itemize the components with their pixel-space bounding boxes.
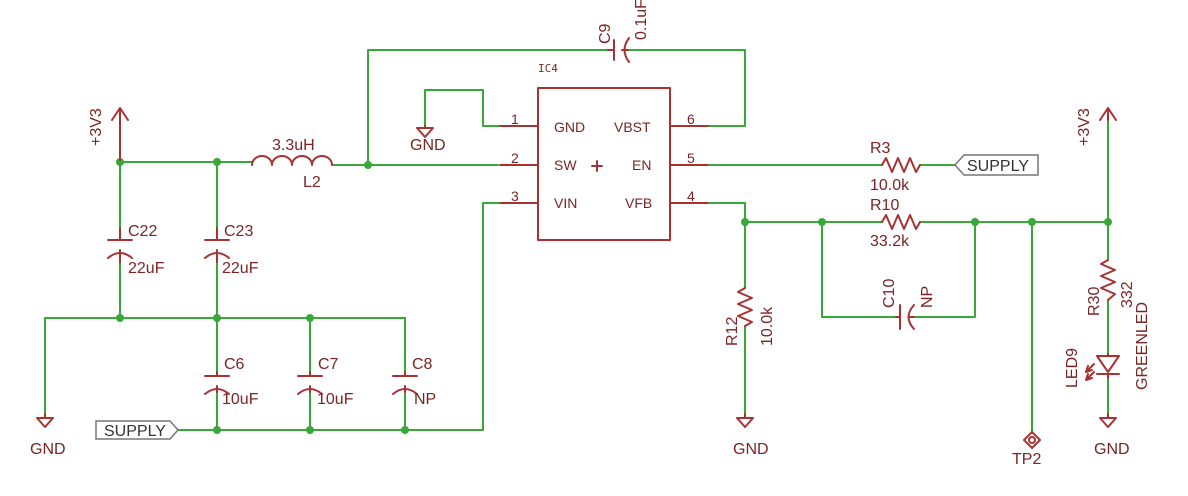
svg-text:1: 1: [511, 111, 519, 127]
supply-port-right: SUPPLY: [953, 154, 1039, 176]
capacitor-c23: C23 22uF: [204, 223, 259, 277]
svg-text:GREENLED: GREENLED: [1134, 302, 1151, 390]
svg-text:C7: C7: [318, 356, 339, 373]
svg-text:10.0k: 10.0k: [759, 306, 776, 346]
svg-text:R12: R12: [724, 317, 741, 346]
svg-text:C22: C22: [128, 223, 157, 240]
capacitor-c6: C6 10uF: [204, 356, 259, 408]
svg-text:+3V3: +3V3: [1076, 108, 1093, 146]
svg-text:SW: SW: [554, 157, 577, 173]
svg-text:EN: EN: [632, 157, 651, 173]
svg-text:2: 2: [511, 150, 519, 166]
svg-text:GND: GND: [554, 119, 585, 135]
svg-text:C8: C8: [412, 356, 433, 373]
svg-text:GND: GND: [1094, 441, 1130, 458]
svg-text:TP2: TP2: [1012, 451, 1041, 468]
svg-text:3: 3: [511, 188, 519, 204]
svg-text:10uF: 10uF: [317, 391, 354, 408]
svg-text:NP: NP: [919, 286, 936, 308]
svg-text:22uF: 22uF: [128, 260, 165, 277]
testpoint-tp2: TP2: [1012, 431, 1041, 468]
svg-text:6: 6: [687, 111, 695, 127]
ground-symbol-ic: GND: [410, 125, 446, 154]
svg-text:R10: R10: [870, 197, 899, 214]
svg-text:L2: L2: [303, 174, 321, 191]
svg-text:332: 332: [1119, 281, 1136, 308]
svg-text:IC4: IC4: [538, 62, 558, 75]
svg-text:VBST: VBST: [614, 119, 651, 135]
power-symbol-left: +3V3: [88, 107, 129, 161]
inductor-l2: 3.3uH L2: [251, 137, 333, 191]
ground-symbol-led: GND: [1094, 413, 1130, 458]
svg-text:5: 5: [687, 150, 695, 166]
svg-text:3.3uH: 3.3uH: [272, 137, 315, 154]
svg-text:GND: GND: [30, 441, 66, 458]
svg-text:GND: GND: [733, 441, 769, 458]
svg-text:LED9: LED9: [1064, 348, 1081, 388]
svg-text:SUPPLY: SUPPLY: [967, 158, 1029, 175]
led-led9: LED9 GREENLED: [1064, 302, 1151, 390]
capacitor-c8: C8 NP: [392, 356, 436, 408]
svg-text:GND: GND: [410, 137, 446, 154]
resistor-r30: R30 332: [1086, 259, 1136, 316]
svg-text:C6: C6: [224, 356, 245, 373]
svg-text:NP: NP: [414, 391, 436, 408]
wires: [44, 49, 1109, 433]
capacitor-c22: C22 22uF: [107, 223, 165, 277]
svg-text:+3V3: +3V3: [88, 108, 105, 146]
svg-text:R30: R30: [1086, 287, 1103, 316]
junctions: [116, 158, 1112, 434]
resistor-r10: R10 33.2k: [870, 197, 921, 250]
svg-text:SUPPLY: SUPPLY: [104, 423, 166, 440]
power-symbol-right: +3V3: [1076, 107, 1117, 146]
svg-text:C10: C10: [881, 279, 898, 308]
svg-text:VIN: VIN: [554, 195, 577, 211]
svg-text:C23: C23: [224, 223, 253, 240]
capacitor-c9: C9 0.1uF: [597, 0, 650, 63]
svg-text:C9: C9: [597, 23, 614, 44]
svg-text:10uF: 10uF: [222, 391, 259, 408]
svg-text:0.1uF: 0.1uF: [633, 0, 650, 40]
capacitor-c10: C10 NP: [881, 279, 936, 330]
svg-text:10.0k: 10.0k: [870, 177, 910, 194]
ground-symbol-r12: GND: [733, 413, 769, 458]
svg-text:22uF: 22uF: [222, 260, 259, 277]
svg-text:4: 4: [687, 188, 695, 204]
supply-port-left: SUPPLY: [95, 420, 180, 440]
svg-text:33.2k: 33.2k: [870, 233, 910, 250]
svg-text:VFB: VFB: [625, 195, 652, 211]
resistor-r12: R12 10.0k: [724, 287, 776, 346]
capacitor-c7: C7 10uF: [297, 356, 354, 408]
svg-text:R3: R3: [870, 140, 891, 157]
resistor-r3: R3 10.0k: [870, 140, 921, 194]
ic4-regulator: IC4 1 2 3 4 5 6 GND SW VIN VFB EN VBST: [499, 62, 709, 241]
ground-symbol-left: GND: [30, 413, 66, 458]
